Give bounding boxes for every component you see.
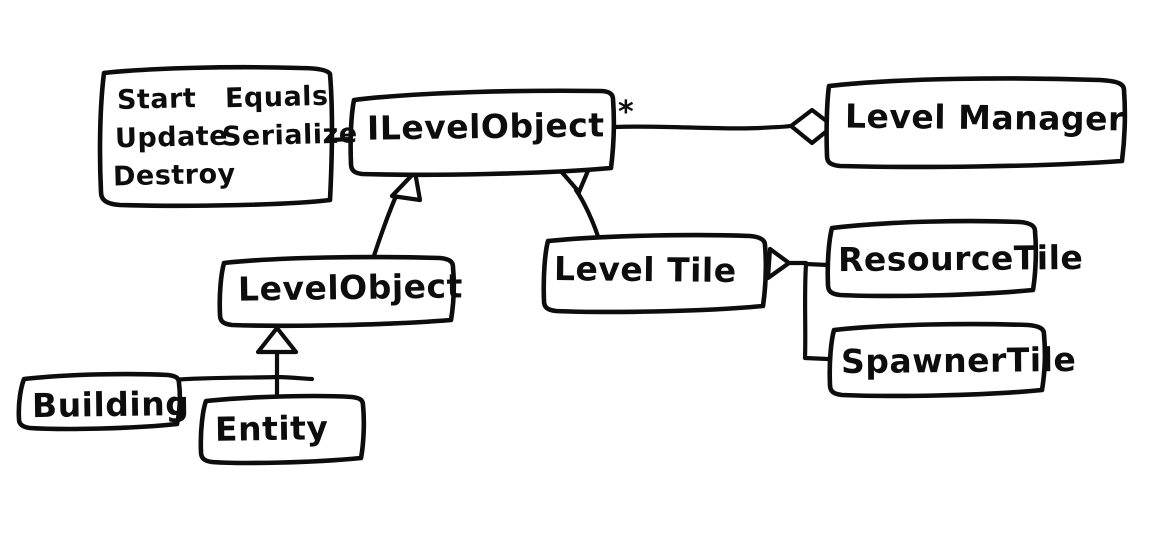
generalization-triangle-icon [389, 169, 423, 203]
connector-aggregation-levelmanager [611, 107, 836, 146]
box-resourcetile[interactable] [825, 218, 1039, 299]
label-building: Building [31, 383, 190, 426]
method-destroy: Destroy [112, 158, 237, 193]
generalization-triangle-icon [255, 325, 299, 355]
box-ilevelobject[interactable] [348, 88, 617, 178]
label-resourcetile: ResourceTile [837, 237, 1084, 280]
method-start: Start [116, 83, 197, 116]
box-building[interactable] [16, 371, 183, 432]
label-leveltile: Level Tile [553, 249, 737, 290]
label-ilevelobject: ILevelObject [366, 105, 605, 148]
connector-tiles-to-leveltile [765, 246, 831, 362]
box-spawnertile[interactable] [827, 321, 1048, 399]
box-methods-note[interactable] [97, 64, 335, 209]
box-levelobject[interactable] [217, 254, 457, 329]
label-levelmanager: Level Manager [844, 96, 1125, 139]
generalization-triangle-icon [765, 246, 792, 281]
box-levelmanager[interactable] [824, 76, 1128, 170]
method-equals: Equals [224, 80, 329, 115]
connector-leveltile-to-ilevelobject [557, 163, 603, 246]
label-entity: Entity [214, 408, 329, 449]
connector-children-to-levelobject [169, 325, 315, 406]
connector-levelobject-to-ilevelobject [368, 169, 423, 268]
method-serialize: Serialize [221, 118, 358, 153]
label-multiplicity-star: * [618, 95, 635, 130]
box-entity[interactable] [198, 393, 367, 466]
box-leveltile[interactable] [541, 232, 769, 315]
label-spawnertile: SpawnerTile [840, 339, 1077, 382]
method-update: Update [114, 120, 229, 155]
label-levelobject: LevelObject [237, 266, 464, 309]
